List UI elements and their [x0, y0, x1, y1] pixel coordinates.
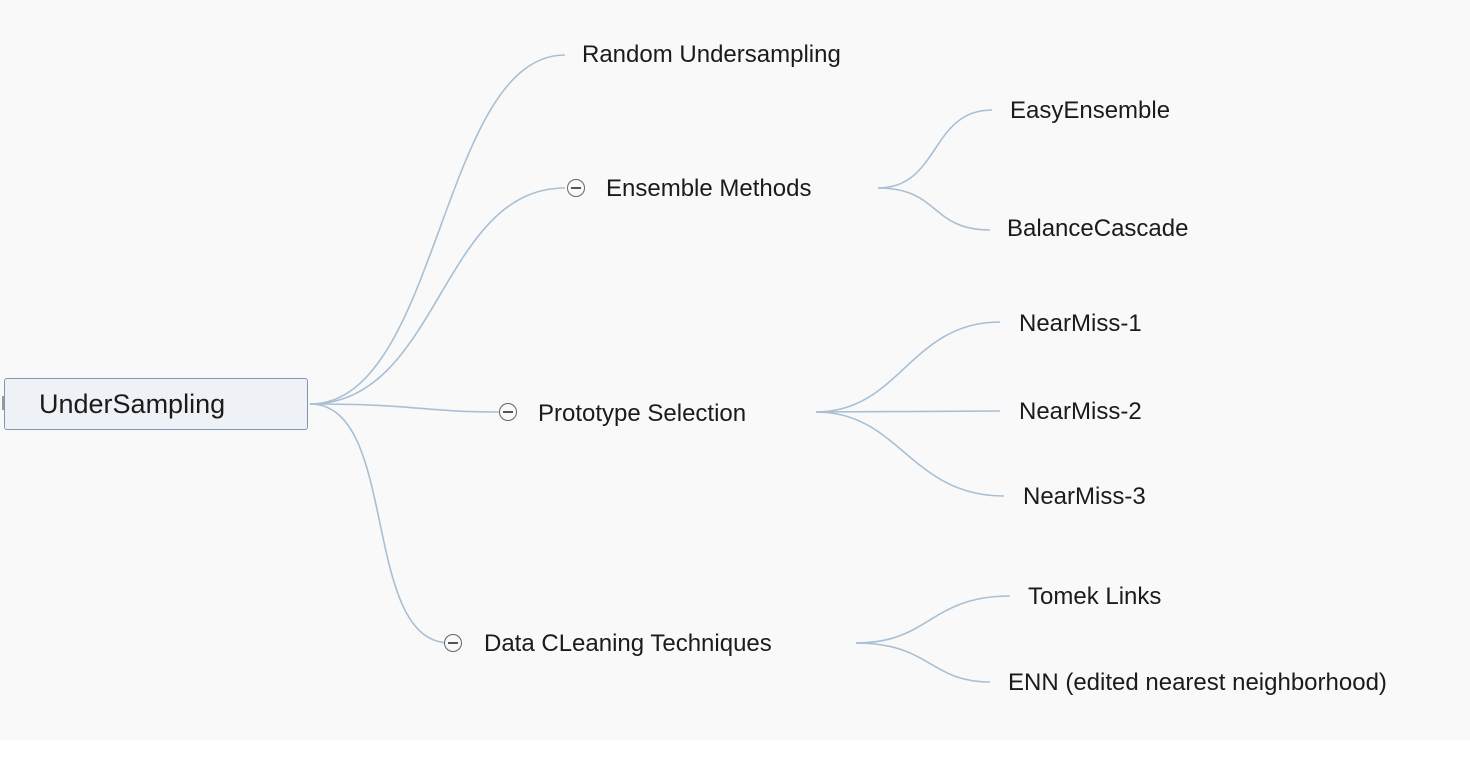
leaf-label: NearMiss-2 [1019, 398, 1142, 425]
edge-ensemble-easy [877, 109, 993, 189]
root-expand-handle[interactable] [0, 396, 4, 410]
edge-root-prototype [309, 403, 501, 413]
leaf-label: ENN (edited nearest neighborhood) [1008, 669, 1387, 696]
leaf-enn[interactable]: ENN (edited nearest neighborhood) [1008, 669, 1387, 697]
edge-root-ensemble [309, 187, 566, 405]
leaf-label: NearMiss-3 [1023, 483, 1146, 510]
root-node[interactable]: UnderSampling [4, 378, 308, 430]
leaf-nearmiss-3[interactable]: NearMiss-3 [1023, 483, 1146, 511]
edge-prototype-nm3 [815, 411, 1005, 497]
connector-lines [309, 54, 1011, 683]
leaf-label: EasyEnsemble [1010, 97, 1171, 124]
leaf-balancecascade[interactable]: BalanceCascade [1007, 215, 1188, 243]
edge-cleaning-tomek [855, 595, 1011, 644]
leaf-easyensemble[interactable]: EasyEnsemble [1010, 97, 1170, 125]
edge-ensemble-balance [877, 187, 991, 231]
branch-ensemble-methods[interactable]: Ensemble Methods [606, 175, 811, 203]
collapse-prototype-icon[interactable] [499, 403, 517, 421]
mind-map-canvas: UnderSampling Random Undersampling Ensem… [0, 41, 1387, 697]
leaf-tomek-links[interactable]: Tomek Links [1028, 583, 1161, 611]
edge-root-cleaning [309, 403, 451, 644]
edge-prototype-nm2 [815, 410, 1001, 413]
leaf-nearmiss-2[interactable]: NearMiss-2 [1019, 398, 1142, 426]
collapse-ensemble-icon[interactable] [567, 179, 585, 197]
branch-label: Ensemble Methods [606, 175, 812, 202]
root-label: UnderSampling [39, 388, 226, 419]
branch-label: Data CLeaning Techniques [484, 630, 772, 657]
collapse-cleaning-icon[interactable] [444, 634, 462, 652]
leaf-nearmiss-1[interactable]: NearMiss-1 [1019, 310, 1142, 338]
edge-cleaning-enn [855, 642, 991, 683]
branch-prototype-selection[interactable]: Prototype Selection [538, 400, 746, 428]
edge-prototype-nm1 [815, 321, 1001, 413]
branch-random-undersampling[interactable]: Random Undersampling [582, 41, 841, 69]
edge-root-random [309, 54, 566, 405]
leaf-label: NearMiss-1 [1019, 310, 1142, 337]
branch-label: Prototype Selection [538, 400, 747, 427]
leaf-label: Tomek Links [1028, 583, 1162, 610]
branch-data-cleaning[interactable]: Data CLeaning Techniques [484, 630, 772, 658]
leaf-label: BalanceCascade [1007, 215, 1189, 242]
branch-label: Random Undersampling [582, 41, 841, 68]
